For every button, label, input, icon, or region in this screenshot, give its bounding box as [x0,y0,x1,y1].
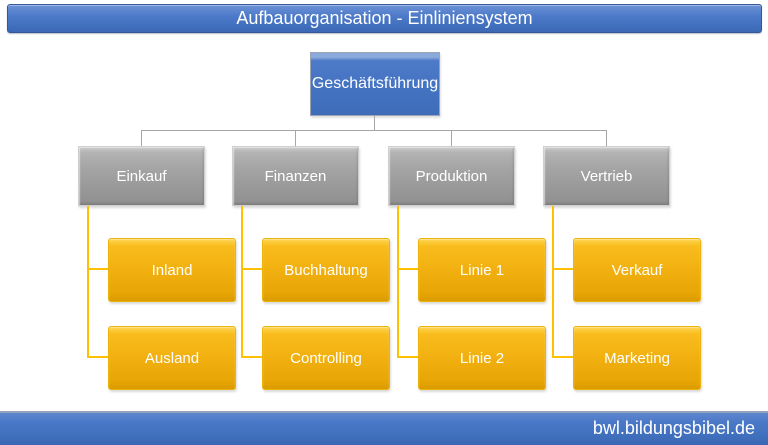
org-node-sub-controlling: Controlling [262,326,390,390]
connector-subtree-vertical-3 [397,206,399,358]
connector-stub-4b [554,356,574,358]
connector-stub-3a [399,268,419,270]
org-node-sub-ausland: Ausland [108,326,236,390]
org-node-dept-finanzen: Finanzen [232,146,359,206]
org-node-sub-linie-1: Linie 1 [418,238,546,302]
org-node-sub-marketing: Marketing [573,326,701,390]
org-node-sub-linie-2: Linie 2 [418,326,546,390]
connector-subtree-vertical-2 [241,206,243,358]
connector-drop-dept-1 [141,131,142,146]
connector-stub-2b [243,356,263,358]
connector-subtree-vertical-1 [87,206,89,358]
org-node-root: Geschäftsführung [310,52,440,116]
connector-level1-horizontal [141,130,607,131]
connector-stub-4a [554,268,574,270]
connector-root-riser [374,116,375,131]
connector-stub-3b [399,356,419,358]
connector-drop-dept-3 [451,131,452,146]
connector-stub-1a [89,268,109,270]
connector-stub-1b [89,356,109,358]
connector-drop-dept-4 [606,131,607,146]
org-node-sub-buchhaltung: Buchhaltung [262,238,390,302]
connector-drop-dept-2 [295,131,296,146]
org-node-sub-verkauf: Verkauf [573,238,701,302]
footer-site-bar: bwl.bildungsbibel.de [0,411,768,445]
connector-subtree-vertical-4 [552,206,554,358]
connector-stub-2a [243,268,263,270]
org-node-sub-inland: Inland [108,238,236,302]
org-node-dept-vertrieb: Vertrieb [543,146,670,206]
org-node-dept-produktion: Produktion [388,146,515,206]
org-node-dept-einkauf: Einkauf [78,146,205,206]
slide-title-bar: Aufbauorganisation - Einliniensystem [7,4,762,33]
